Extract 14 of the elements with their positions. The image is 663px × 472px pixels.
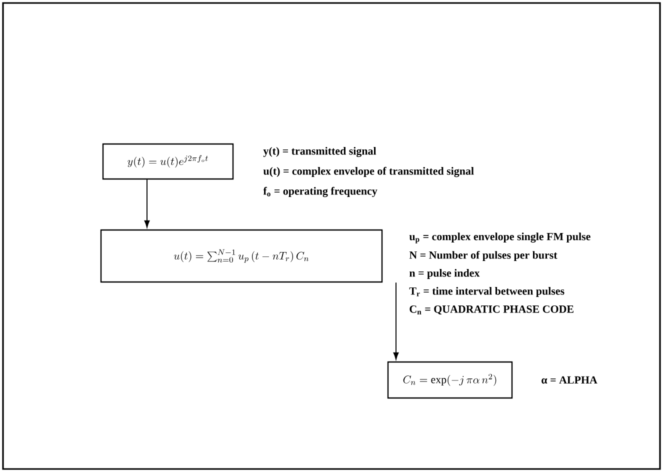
definition-text: y(t) = transmitted signal [263, 147, 376, 157]
definition-text: u$_{p}$ = complex envelope single FM pulse [409, 232, 590, 244]
definition-text: N = Number of pulses per burst [409, 250, 558, 261]
definition-text: T$_{r}$ = time interval between pulses [409, 287, 564, 297]
arrow [393, 282, 399, 360]
formula-box: $u(t) = \sum_{n=0}^{N-1} u_p\left(t - nT_r\right)C_n$ [100, 229, 383, 283]
formula-box: $y(t) = u(t)e^{j2\pi f_o t}$ [102, 143, 234, 180]
definition-text: u(t) = complex envelope of transmitted signal [263, 166, 474, 178]
formula-box: $C_n = \exp(-j\,\pi\alpha\, n^2)$ [387, 361, 513, 399]
definition-text: f$_{o}$ = operating frequency [263, 186, 378, 198]
arrow [144, 179, 150, 228]
definition-text: n = pulse index [410, 269, 480, 279]
definition-text: C$_{n}$ = QUADRATIC PHASE CODE [410, 305, 574, 314]
definition-text: α = ALPHA [542, 376, 598, 384]
